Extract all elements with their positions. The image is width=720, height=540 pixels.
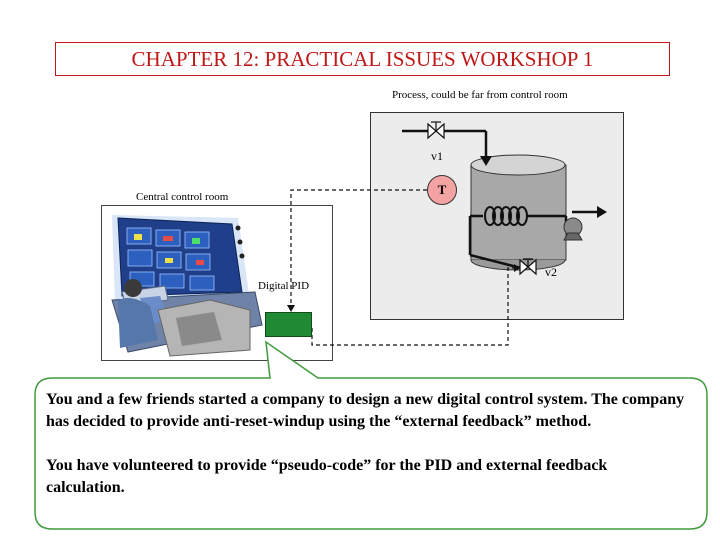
callout-paragraph-2: You have volunteered to provide “pseudo-… bbox=[46, 457, 608, 496]
signal-arrowhead-pid bbox=[287, 305, 295, 312]
temperature-sensor[interactable]: T bbox=[427, 175, 457, 205]
digital-pid-block[interactable] bbox=[265, 312, 312, 337]
valve-v2-icon[interactable] bbox=[519, 258, 537, 276]
inlet-pipe bbox=[402, 129, 488, 158]
process-label: Process, could be far from control room bbox=[392, 89, 568, 101]
valve-v1-icon[interactable] bbox=[427, 121, 445, 140]
tank bbox=[470, 154, 567, 271]
coil-outlet-pipe bbox=[468, 214, 522, 270]
outlet-arrowhead bbox=[597, 206, 607, 218]
signal-lines bbox=[290, 189, 520, 346]
valve-v1-label: v1 bbox=[431, 149, 443, 163]
central-control-room-label: Central control room bbox=[136, 191, 229, 203]
inlet-arrowhead bbox=[480, 156, 492, 166]
callout-paragraph-1: You and a few friends started a company … bbox=[46, 391, 685, 430]
pump-icon bbox=[563, 217, 583, 241]
process-area bbox=[370, 112, 624, 320]
temperature-sensor-label: T bbox=[437, 182, 447, 197]
callout-text: You and a few friends started a company … bbox=[46, 389, 686, 499]
signal-arrowhead-v2 bbox=[514, 264, 520, 272]
digital-pid-label: Digital PID bbox=[258, 280, 310, 292]
valve-v2-label: v2 bbox=[545, 265, 557, 279]
slide-title: CHAPTER 12: PRACTICAL ISSUES WORKSHOP 1 bbox=[55, 42, 670, 76]
control-room-illustration bbox=[111, 215, 263, 357]
